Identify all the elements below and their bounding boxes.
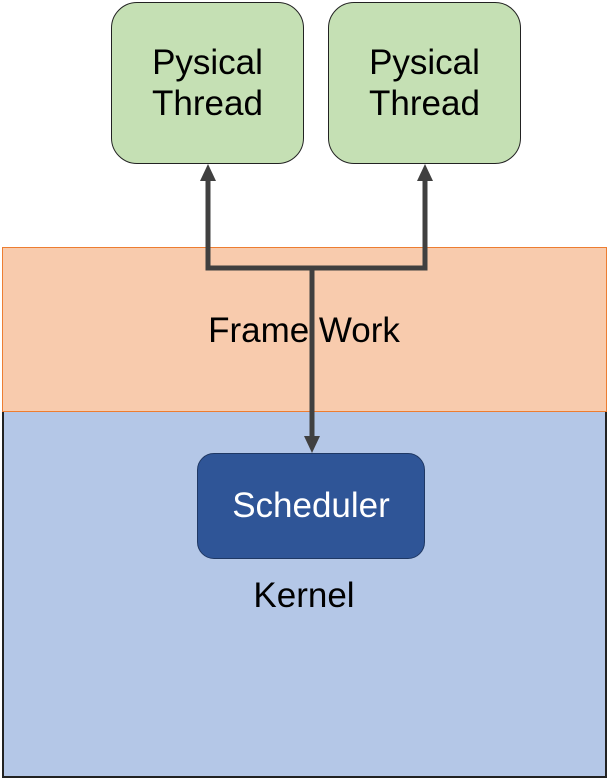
kernel-label: Kernel — [253, 576, 355, 615]
framework-layer — [2, 247, 607, 412]
arrowhead-to-thread-1 — [200, 164, 216, 181]
physical-thread-box-1: Pysical Thread — [111, 2, 304, 164]
scheduler-label: Scheduler — [232, 486, 390, 525]
physical-thread-label-2: Pysical Thread — [369, 43, 480, 123]
framework-label: Frame Work — [208, 311, 400, 350]
physical-thread-label-1: Pysical Thread — [152, 43, 263, 123]
arrowhead-to-thread-2 — [417, 164, 433, 181]
physical-thread-box-2: Pysical Thread — [328, 2, 521, 164]
scheduler-box: Scheduler — [197, 453, 425, 559]
